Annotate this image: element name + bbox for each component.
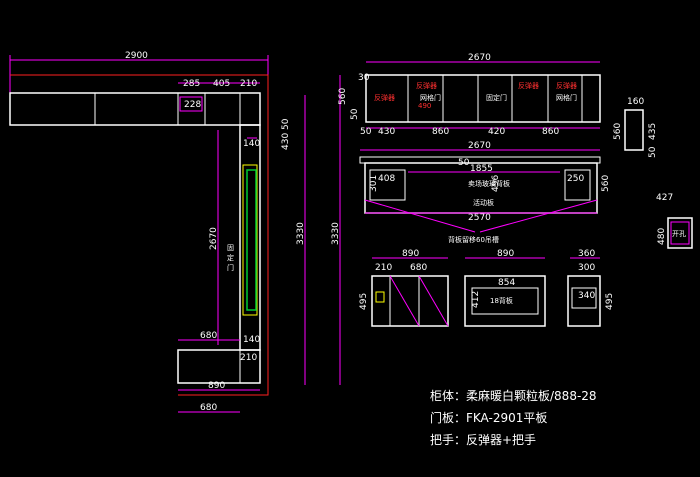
dim-b-412: 412 [471,291,481,308]
dim-405: 405 [213,79,230,89]
dim-210: 210 [240,79,257,89]
bottom-cabinet [177,349,261,384]
dim-seg-860b: 860 [542,127,559,137]
dim-680-b: 680 [200,403,217,413]
shelf-label: 活动板 [473,198,494,207]
dim-seg-430: 430 [378,127,395,137]
dim-560-right: 560 [601,175,611,192]
dim-c-300: 300 [578,263,595,273]
hole-label: 开孔 [672,230,686,238]
dim-side-435: 435 [648,123,658,140]
dim-50-left: 50 [350,108,360,120]
rebound-label-3: 反弹器 [518,81,539,90]
lower-cabinet-a: 890 210 680 495 [359,249,449,327]
dim-seg-420: 420 [488,127,505,137]
dim-3330-b: 3330 [331,222,341,245]
dim-a-890: 890 [402,249,419,259]
dim-140: 140 [243,139,260,149]
dim-a-210: 210 [375,263,392,273]
lower-cabinet-c: 360 300 340 495 [567,249,615,327]
dim-side-50: 50 [648,146,658,158]
dim-430: 430 [281,133,291,150]
note-handle: 把手：反弹器+把手 [430,433,536,447]
fixed-door-label-3: 门 [227,263,234,272]
dim-560-left: 560 [338,88,348,105]
material-notes: 柜体：柔麻暖白颗粒板/888-28 门板：FKA-2901平板 把手：反弹器+把… [430,388,597,447]
fixed-door-label-1: 固 [227,244,234,252]
dim-301: 301 [369,175,379,192]
dim-c-360: 360 [578,249,595,259]
note-cabinet-body: 柜体：柔麻暖白颗粒板/888-28 [430,388,597,403]
dim-b-890: 890 [497,249,514,259]
dim-3330-a: 3330 [296,222,306,245]
dim-50: 50 [281,118,291,130]
dim-side-160: 160 [627,97,644,107]
dim-a-680: 680 [410,263,427,273]
dim-496: 496 [491,175,501,192]
note-door-panel: 门板：FKA-2901平板 [430,410,547,425]
dim-b140: 140 [243,335,260,345]
dim-250: 250 [567,174,584,184]
dim-d-480: 480 [657,228,667,245]
dim-upper-width: 2670 [468,53,491,63]
rebound-label-2: 反弹器 [416,81,437,90]
back-slot-note: 背板留移60吊槽 [448,235,499,244]
lower-cabinet-d: 427 开孔 480 [656,193,693,249]
dim-680-a: 680 [200,331,217,341]
mesh-door-label-1: 网格门 [420,93,441,102]
fixed-door-upper-label: 固定门 [486,93,507,102]
dim-2570-section: 2570 [468,213,491,223]
dim-a-495: 495 [359,293,369,310]
wall-section: 2670 50 1855 408 301 卖场玻璃背板 活动板 496 250 … [359,141,611,244]
dim-30-left: 30 [358,73,370,83]
mesh-door-label-2: 网格门 [556,93,577,102]
dim-d-427: 427 [656,193,673,203]
plan-view: 2900 285 405 210 228 140 430 50 2670 固 定… [9,51,341,413]
dim-c-340: 340 [578,291,595,301]
dim-490: 490 [418,102,431,110]
dim-228: 228 [184,100,201,110]
dim-seg-860a: 860 [432,127,449,137]
back-18-label: 18背板 [490,296,513,305]
dim-c-495: 495 [605,293,615,310]
dim-section-width: 2670 [468,141,491,151]
back-panel-label: 卖场玻璃背板 [468,179,510,188]
dim-top-width: 2900 [125,51,148,61]
dim-b-854: 854 [498,278,515,288]
fixed-door-label-2: 定 [227,253,234,262]
dim-285: 285 [183,79,200,89]
rebound-label-1: 反弹器 [374,93,395,102]
rebound-label-4: 反弹器 [556,81,577,90]
upper-cabinet-row [9,92,261,126]
dim-b210: 210 [240,353,257,363]
dim-1855: 1855 [470,164,493,174]
dim-2570: 2670 [209,227,219,250]
dim-side-560: 560 [613,123,623,140]
dim-seg-50: 50 [360,127,372,137]
dim-408: 408 [378,174,395,184]
upper-cabinet-elevation: 2670 反弹器 反弹器 反弹器 反弹器 网格门 网格门 固定门 490 560… [338,53,658,158]
dim-890: 890 [208,381,225,391]
lower-cabinet-b: 890 854 412 18背板 [464,249,546,327]
